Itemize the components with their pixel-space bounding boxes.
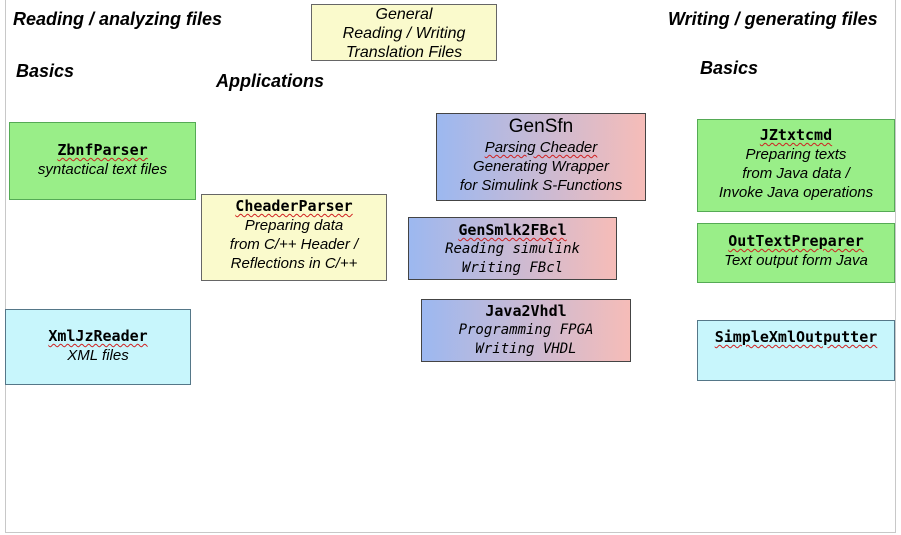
jztxtcmd-line-3: Invoke Java operations: [718, 184, 874, 201]
jztxtcmd-box: JZtxtcmd Preparing texts from Java data …: [697, 119, 895, 212]
simplexmloutputter-box: SimpleXmlOutputter: [697, 320, 895, 381]
xmljzreader-title: XmlJzReader: [48, 327, 148, 345]
cheaderparser-line-1: Preparing data: [244, 217, 344, 234]
jztxtcmd-line-1: Preparing texts: [745, 146, 847, 163]
java2vhdl-line-1: Programming FPGA: [458, 322, 594, 338]
gensmlk2fbcl-line-2: Writing FBcl: [461, 260, 564, 276]
diagram-frame: [5, 0, 896, 533]
java2vhdl-box: Java2Vhdl Programming FPGA Writing VHDL: [421, 299, 631, 362]
heading-basics-right: Basics: [700, 58, 759, 78]
java2vhdl-title: Java2Vhdl: [485, 302, 567, 320]
general-box: General Reading / Writing Translation Fi…: [311, 4, 497, 61]
java2vhdl-line-2: Writing VHDL: [475, 341, 577, 357]
gensfn-title: GenSfn: [508, 116, 574, 137]
cheaderparser-box: CheaderParser Preparing data from C/++ H…: [201, 194, 387, 281]
heading-reading-analyzing: Reading / analyzing files: [13, 9, 223, 29]
zbnfparser-desc: syntactical text files: [37, 161, 168, 178]
heading-writing-generating: Writing / generating files: [668, 9, 878, 29]
gensmlk2fbcl-line-1: Reading simulink: [445, 241, 580, 257]
zbnfparser-box: ZbnfParser syntactical text files: [9, 122, 196, 200]
cheaderparser-line-3: Reflections in C/++: [230, 255, 358, 272]
outtextpreparer-desc: Text output form Java: [724, 252, 868, 269]
xmljzreader-desc: XML files: [67, 347, 129, 364]
zbnfparser-title: ZbnfParser: [57, 141, 148, 159]
jztxtcmd-title: JZtxtcmd: [759, 126, 833, 144]
general-line-1: General: [375, 6, 433, 23]
gensfn-line-2: Generating Wrapper: [473, 158, 609, 175]
gensfn-line-3: for Simulink S-Functions: [459, 177, 623, 194]
cheaderparser-line-2: from C/++ Header /: [229, 236, 359, 253]
heading-applications: Applications: [216, 71, 325, 91]
jztxtcmd-line-2: from Java data /: [742, 165, 850, 182]
gensfn-line-1: Parsing Cheader: [484, 139, 598, 156]
outtextpreparer-box: OutTextPreparer Text output form Java: [697, 223, 895, 283]
gensmlk2fbcl-box: GenSmlk2FBcl Reading simulink Writing FB…: [408, 217, 617, 280]
heading-basics-left: Basics: [16, 61, 75, 81]
general-line-3: Translation Files: [345, 44, 463, 61]
xmljzreader-box: XmlJzReader XML files: [5, 309, 191, 385]
cheaderparser-title: CheaderParser: [235, 197, 353, 215]
gensfn-box: GenSfn Parsing Cheader Generating Wrappe…: [436, 113, 646, 201]
simplexmloutputter-title: SimpleXmlOutputter: [714, 328, 878, 346]
general-line-2: Reading / Writing: [342, 25, 466, 42]
outtextpreparer-title: OutTextPreparer: [728, 232, 864, 250]
gensmlk2fbcl-title: GenSmlk2FBcl: [458, 221, 567, 239]
